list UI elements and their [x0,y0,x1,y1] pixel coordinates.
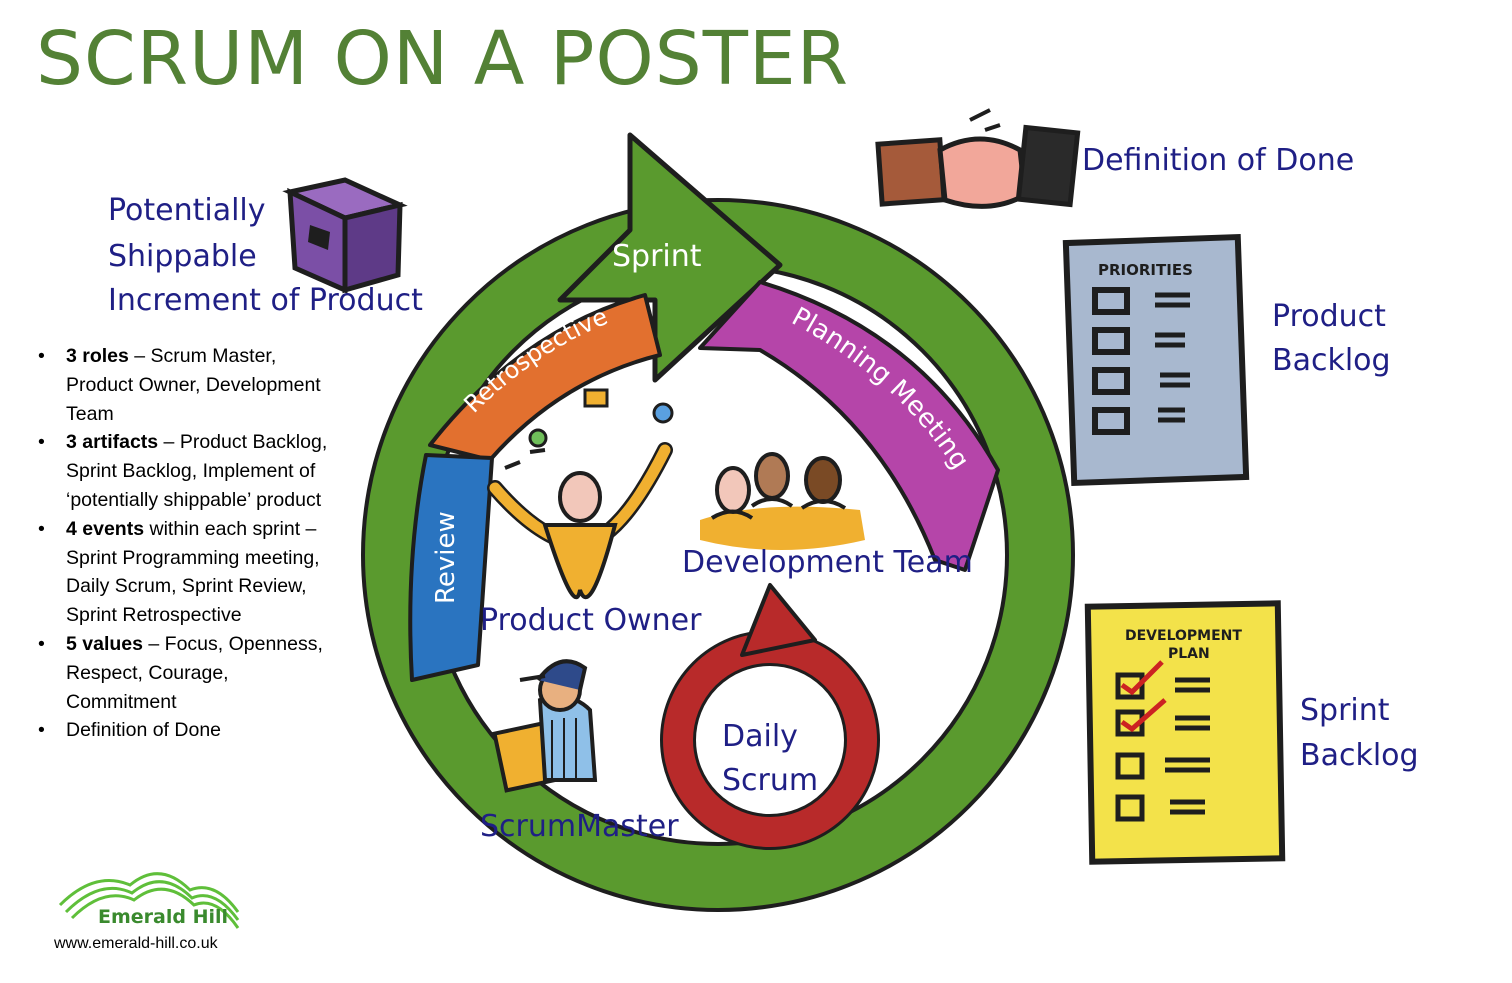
sprint-backlog-label-2: Backlog [1300,738,1419,773]
bullet-definition-of-done: Definition of Done [38,716,338,745]
scrummaster-label: ScrumMaster [480,809,679,844]
scrummaster-figure [492,659,598,793]
bullet-artifacts: 3 artifacts – Product Backlog, Sprint Ba… [38,428,338,514]
handshake-icon [875,108,1081,209]
shippable-box-icon [282,177,408,294]
product-backlog-label-2: Backlog [1272,343,1391,378]
product-owner-figure [487,388,674,600]
product-backlog-label-1: Product [1272,299,1386,334]
development-team-label: Development Team [682,545,973,580]
increment-label-3: Increment of Product [108,283,423,318]
daily-scrum-label-2: Scrum [722,763,818,798]
sprint-backlog-label-1: Sprint [1300,693,1390,728]
product-owner-label: Product Owner [480,603,702,638]
increment-label-2: Shippable [108,239,257,274]
retrospective-band [428,293,662,462]
planning-meeting-band [698,280,1000,572]
bullet-values: 5 values – Focus, Openness, Respect, Cou… [38,630,338,716]
sprint-arrow [557,132,783,383]
logo-url[interactable]: www.emerald-hill.co.uk [54,935,218,952]
dev-plan-heading-1: DEVELOPMENT [1125,628,1242,644]
sprint-label: Sprint [612,239,702,274]
scrum-summary-list: 3 roles – Scrum Master, Product Owner, D… [38,342,338,745]
bullet-roles: 3 roles – Scrum Master, Product Owner, D… [38,342,338,428]
product-backlog-sheet: PRIORITIES [1062,233,1250,487]
daily-scrum-label-1: Daily [722,719,798,754]
poster-title: SCRUM ON A POSTER [36,16,850,102]
priorities-heading: PRIORITIES [1098,261,1193,279]
increment-label-1: Potentially [108,193,266,228]
dev-plan-heading-2: PLAN [1168,646,1210,662]
daily-scrum-arrow [740,583,817,657]
review-band [408,453,494,682]
development-team-figure [700,452,865,550]
bullet-events: 4 events within each sprint – Sprint Pro… [38,515,338,630]
review-label: Review [431,511,461,604]
sprint-backlog-sheet: DEVELOPMENT PLAN [1084,600,1286,865]
logo-name: Emerald Hill [98,906,229,928]
definition-of-done-label: Definition of Done [1082,143,1354,178]
emerald-hill-logo-icon [58,872,240,929]
